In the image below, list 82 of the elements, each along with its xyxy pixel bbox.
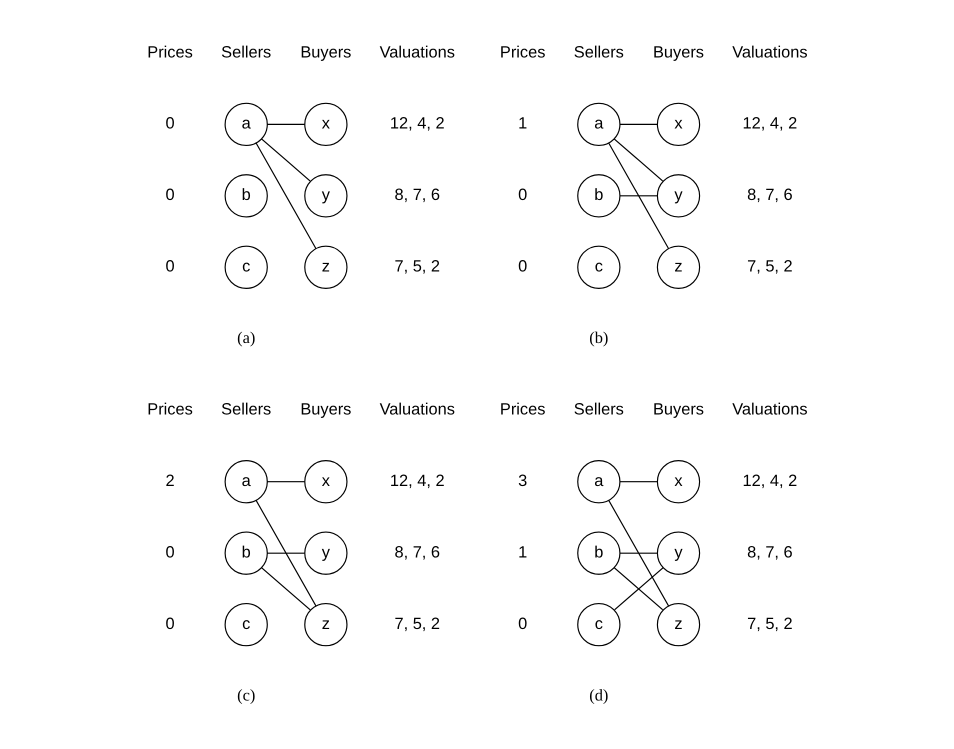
connector [620,552,658,554]
node-label: 3 [518,472,528,490]
connector [614,138,664,182]
label: Sellers [221,43,272,62]
node-label: 0 [518,258,528,276]
node-circle: x [304,102,348,146]
node-circle: y [656,174,700,218]
label: Prices [500,400,546,419]
label: Prices [500,43,546,62]
node-circle: a [224,102,268,146]
node-label: 8, 7, 6 [747,186,793,204]
label: Buyers [652,400,704,419]
connector [267,552,304,554]
connector [620,481,658,482]
node-circle: c [577,602,620,646]
connector [261,567,310,610]
node-circle: b [224,174,268,218]
node-circle: z [656,246,700,289]
node-circle: z [304,246,348,289]
label: Buyers [652,43,704,62]
label: (d) [589,685,608,704]
node-label: 2 [166,472,175,490]
label: Prices [147,400,193,419]
node-label: 0 [166,186,175,204]
connector [267,481,304,482]
label: (a) [237,328,256,348]
label: Buyers [300,400,352,419]
node-label: 8, 7, 6 [747,543,793,562]
node-circle: b [224,531,268,575]
node-circle: x [656,102,700,146]
connector [620,195,658,196]
node-circle: c [224,602,268,646]
label: Valuations [380,400,455,419]
node-circle: b [577,531,620,575]
node-label: 0 [518,614,528,633]
node-label: 0 [518,186,528,204]
node-label: 12, 4, 2 [742,472,798,490]
node-label: 0 [166,543,175,562]
node-label: 12, 4, 2 [390,472,445,490]
connector [267,124,304,125]
node-circle: x [304,460,348,504]
node-circle: y [304,531,348,575]
node-label: 7, 5, 2 [394,614,440,633]
node-circle: a [577,460,620,504]
label: Sellers [221,400,272,419]
connector [256,500,316,606]
node-label: 12, 4, 2 [390,114,445,133]
label: (b) [589,328,608,348]
label: Sellers [574,43,624,62]
node-circle: y [656,531,700,575]
node-label: 12, 4, 2 [742,114,798,133]
label: (c) [237,685,256,704]
connector [256,143,316,249]
node-circle: x [656,460,700,504]
label: Prices [147,43,193,62]
label: Sellers [574,400,624,419]
label: Valuations [380,43,455,62]
node-circle: a [224,460,268,504]
connector [608,500,669,606]
node-label: 7, 5, 2 [394,258,440,276]
node-label: 8, 7, 6 [394,543,440,562]
label: Valuations [732,43,808,62]
node-label: 0 [166,614,175,633]
node-circle: b [577,174,620,218]
node-circle: c [224,246,268,289]
connector [261,138,310,182]
node-label: 8, 7, 6 [394,186,440,204]
node-label: 7, 5, 2 [747,258,793,276]
node-circle: a [577,102,620,146]
node-label: 0 [166,258,175,276]
node-label: 1 [518,543,528,562]
connector [620,124,658,125]
node-circle: y [304,174,348,218]
node-circle: c [577,246,620,289]
label: Valuations [732,400,808,419]
connector [608,143,669,249]
node-label: 7, 5, 2 [747,614,793,633]
node-circle: z [656,602,700,646]
node-circle: z [304,602,348,646]
label: Buyers [300,43,352,62]
node-label: 1 [518,114,528,133]
node-label: 0 [166,114,175,133]
